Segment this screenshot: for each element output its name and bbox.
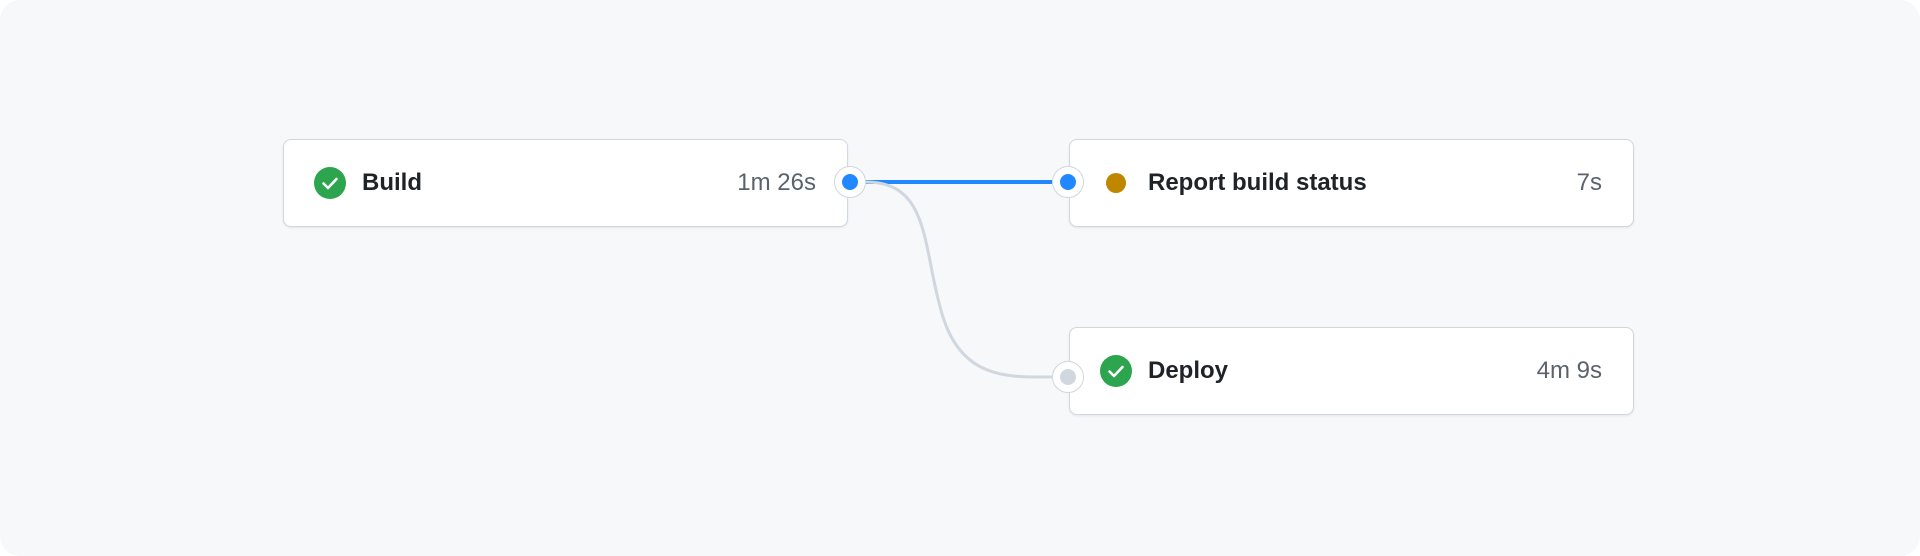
- job-build[interactable]: Build 1m 26s: [283, 139, 848, 227]
- job-duration: 1m 26s: [737, 169, 816, 196]
- port-dot-icon: [842, 174, 858, 190]
- edge-build-to-deploy: [865, 180, 1053, 379]
- report-input-port[interactable]: [1052, 166, 1084, 198]
- job-name: Deploy: [1148, 357, 1229, 384]
- job-duration: 4m 9s: [1536, 357, 1602, 384]
- dot-fill-icon: [1100, 167, 1132, 199]
- check-circle-icon: [314, 167, 346, 199]
- job-name: Report build status: [1148, 169, 1367, 196]
- port-dot-icon: [1060, 174, 1076, 190]
- build-output-port[interactable]: [834, 166, 866, 198]
- deploy-input-port[interactable]: [1052, 361, 1084, 393]
- port-dot-icon: [1060, 369, 1076, 385]
- job-deploy[interactable]: Deploy 4m 9s: [1069, 327, 1634, 415]
- job-name: Build: [362, 169, 422, 196]
- check-circle-icon: [1100, 355, 1132, 387]
- job-duration: 7s: [1576, 169, 1602, 196]
- job-report-build-status[interactable]: Report build status 7s: [1069, 139, 1634, 227]
